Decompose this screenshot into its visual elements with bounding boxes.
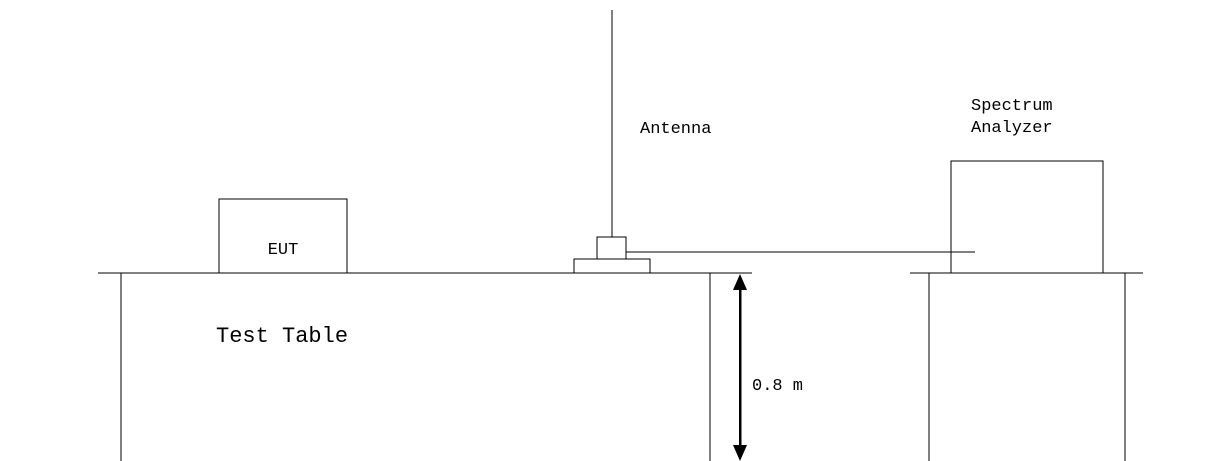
antenna-label: Antenna — [640, 120, 711, 139]
antenna: Antenna — [573, 10, 711, 274]
eut-box: EUT — [218, 198, 348, 274]
analyzer-table — [910, 272, 1143, 461]
spectrum-analyzer: Spectrum Analyzer — [950, 97, 1104, 274]
antenna-base-lower — [573, 258, 651, 274]
height-label: 0.8 m — [752, 377, 803, 396]
test-table-label: Test Table — [216, 324, 348, 349]
eut-label: EUT — [268, 241, 299, 260]
dimension-arrowhead-top — [733, 274, 747, 290]
height-dimension: 0.8 m — [733, 274, 803, 461]
test-table — [98, 272, 752, 461]
spectrum-analyzer-outline — [950, 160, 1104, 274]
eut-outline — [218, 198, 348, 274]
dimension-arrowhead-bottom — [733, 445, 747, 461]
spectrum-analyzer-label-line1: Spectrum — [971, 97, 1053, 116]
antenna-base-upper — [596, 236, 627, 260]
spectrum-analyzer-label-line2: Analyzer — [971, 119, 1053, 138]
